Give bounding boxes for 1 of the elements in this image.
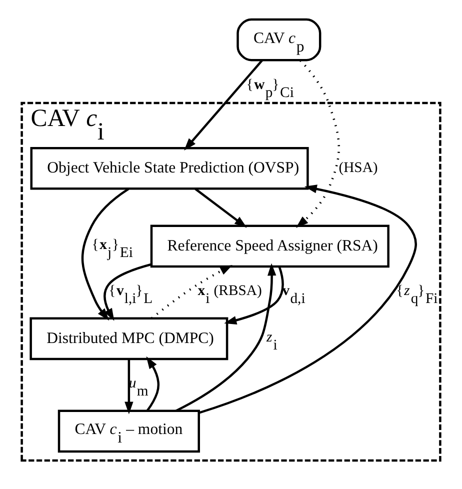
edge-label: (HSA) [338,160,378,176]
